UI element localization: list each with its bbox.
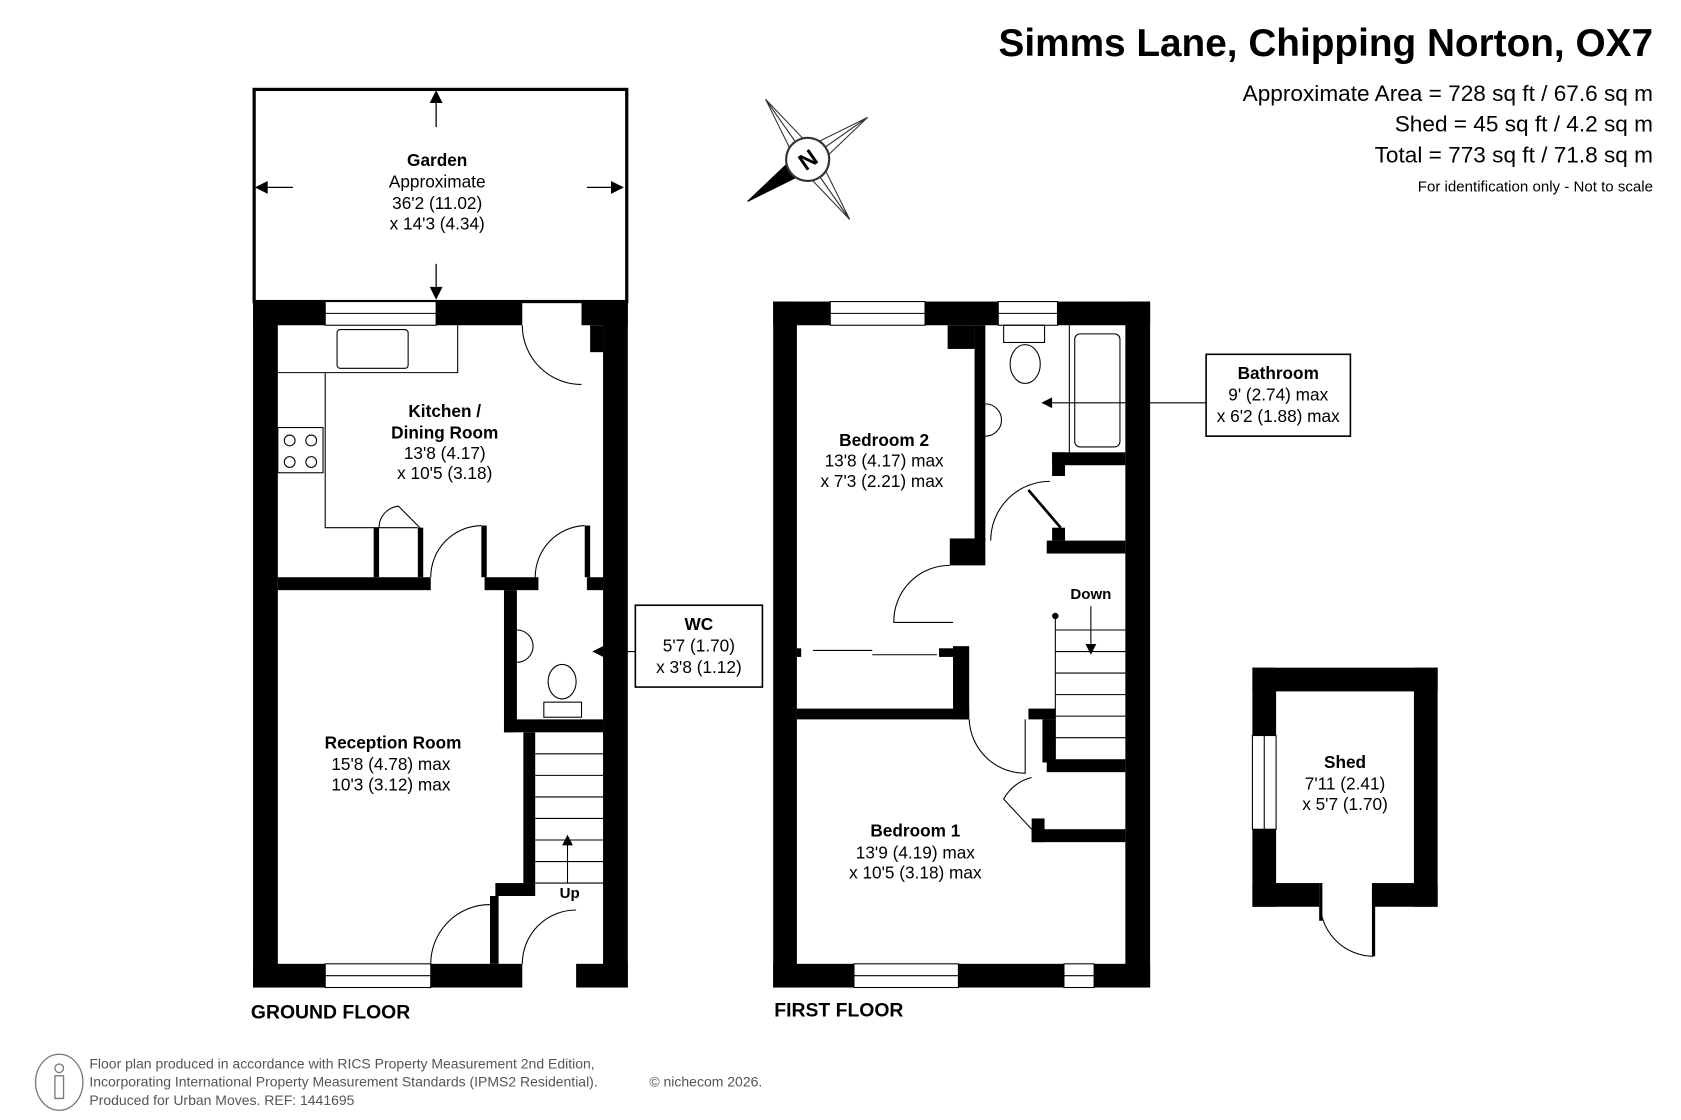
wc-dim-1: 5'7 (1.70) bbox=[663, 636, 735, 656]
reception-dim-2: 10'3 (3.12) max bbox=[331, 774, 450, 794]
bathroom-dim-2: x 6'2 (1.88) max bbox=[1217, 406, 1340, 426]
shed-plan bbox=[1251, 667, 1438, 957]
footer-line-3: Produced for Urban Moves. REF: 1441695 bbox=[89, 1092, 354, 1108]
page-title: Simms Lane, Chipping Norton, OX7 bbox=[999, 22, 1653, 65]
garden-dim-2: x 14'3 (4.34) bbox=[390, 213, 485, 233]
footer-line-2: Incorporating International Property Mea… bbox=[89, 1074, 597, 1090]
kitchen-name: Kitchen / bbox=[408, 401, 481, 421]
kitchen-dim-2: x 10'5 (3.18) bbox=[397, 463, 492, 483]
area-total: Total = 773 sq ft / 71.8 sq m bbox=[1375, 143, 1653, 168]
disclaimer: For identification only - Not to scale bbox=[1418, 179, 1653, 196]
person-logo-icon bbox=[34, 1053, 84, 1111]
bedroom2-dim-1: 13'8 (4.17) max bbox=[825, 450, 944, 470]
area-shed: Shed = 45 sq ft / 4.2 sq m bbox=[1395, 111, 1653, 136]
garden-note: Approximate bbox=[389, 171, 486, 191]
shed-dim-1: 7'11 (2.41) bbox=[1305, 773, 1386, 793]
stairs-down-label: Down bbox=[1070, 586, 1111, 603]
stairs-up-label: Up bbox=[560, 885, 580, 902]
first-floor-plan bbox=[773, 301, 1352, 989]
compass-icon bbox=[747, 99, 869, 220]
ground-floor-plan bbox=[252, 87, 764, 989]
bedroom2-dim-2: x 7'3 (2.21) max bbox=[820, 471, 943, 491]
kitchen-dim-1: 13'8 (4.17) bbox=[404, 443, 486, 463]
bedroom1-name: Bedroom 1 bbox=[870, 821, 960, 841]
garden-dim-1: 36'2 (11.02) bbox=[392, 193, 482, 213]
garden-name: Garden bbox=[407, 150, 467, 170]
bedroom2-name: Bedroom 2 bbox=[839, 430, 929, 450]
footer-copyright: © nichecom 2026. bbox=[649, 1074, 762, 1090]
kitchen-name-2: Dining Room bbox=[391, 422, 498, 442]
area-approx: Approximate Area = 728 sq ft / 67.6 sq m bbox=[1243, 81, 1653, 106]
first-floor-label: FIRST FLOOR bbox=[774, 1000, 903, 1022]
shed-name: Shed bbox=[1324, 752, 1366, 772]
ground-floor-label: GROUND FLOOR bbox=[251, 1002, 410, 1024]
bathroom-dim-1: 9' (2.74) max bbox=[1228, 385, 1328, 405]
reception-dim-1: 15'8 (4.78) max bbox=[331, 754, 450, 774]
wc-dim-2: x 3'8 (1.12) bbox=[656, 657, 742, 677]
shed-dim-2: x 5'7 (1.70) bbox=[1302, 794, 1388, 814]
bedroom1-dim-2: x 10'5 (3.18) max bbox=[849, 863, 982, 883]
footer-line-1: Floor plan produced in accordance with R… bbox=[89, 1055, 594, 1071]
bathroom-name: Bathroom bbox=[1238, 363, 1319, 383]
bedroom1-dim-1: 13'9 (4.19) max bbox=[856, 842, 975, 862]
wc-name: WC bbox=[685, 614, 714, 634]
reception-name: Reception Room bbox=[325, 732, 462, 752]
